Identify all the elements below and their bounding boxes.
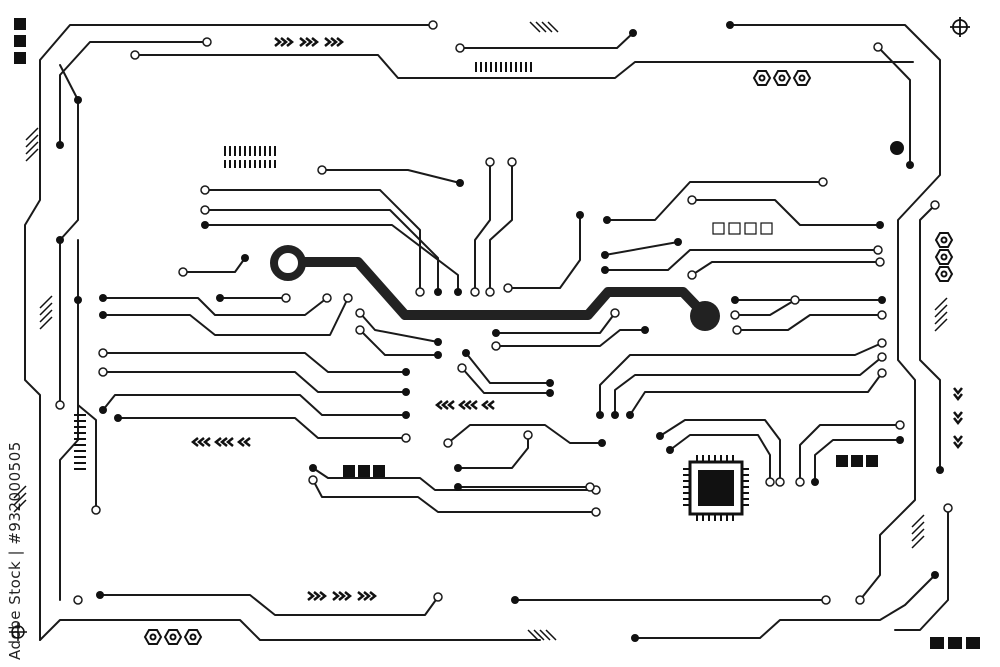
barcode-top xyxy=(475,62,532,72)
frame-top-right xyxy=(729,24,941,601)
main-trace-ring xyxy=(270,245,306,281)
frame-right-inner xyxy=(877,46,911,166)
barcode-left xyxy=(224,146,276,168)
outline-square-row xyxy=(712,222,773,235)
main-trace-pad xyxy=(690,301,720,331)
hexagon-nut-icon xyxy=(752,70,812,86)
frame-right-edge xyxy=(919,204,941,471)
frame-bottom-left-inner xyxy=(99,594,439,616)
frame-left-lowest xyxy=(77,299,97,511)
crosshair-icon xyxy=(950,17,970,37)
hexagon-nut-icon xyxy=(934,232,954,282)
frame-bottom-left xyxy=(39,619,541,641)
chevron-arrow-icon xyxy=(307,591,378,601)
chevron-arrow-icon xyxy=(434,400,495,410)
chevron-arrow-icon xyxy=(274,37,345,47)
frame-left-mid xyxy=(59,99,79,406)
frame-left-short xyxy=(59,64,79,101)
big-dot xyxy=(890,141,904,155)
hatch-bottom xyxy=(527,629,557,641)
main-bus-trace xyxy=(305,257,709,320)
frame-inner-left xyxy=(59,41,206,146)
frame-bottom-right-outer xyxy=(894,507,949,631)
chevron-arrow-icon xyxy=(190,437,251,447)
crosshair-icon xyxy=(9,623,27,641)
hatch-right-mid xyxy=(934,297,948,332)
hatch-right-low xyxy=(911,514,925,549)
square-block xyxy=(14,18,26,30)
frame-top-short xyxy=(459,32,634,49)
frame-bottom-right xyxy=(634,574,936,639)
hatch-top xyxy=(529,21,559,33)
hexagon-nut-icon xyxy=(143,629,203,645)
frame-top-mid xyxy=(134,54,914,79)
hatch-left-bottom xyxy=(13,485,27,513)
hatch-left-mid xyxy=(39,295,53,330)
frame-top-left-corner xyxy=(24,24,434,641)
microchip-icon xyxy=(683,455,749,521)
hatch-left-top xyxy=(25,127,39,162)
barcode-vertical xyxy=(74,414,86,470)
chevron-arrow-icon xyxy=(953,387,963,450)
